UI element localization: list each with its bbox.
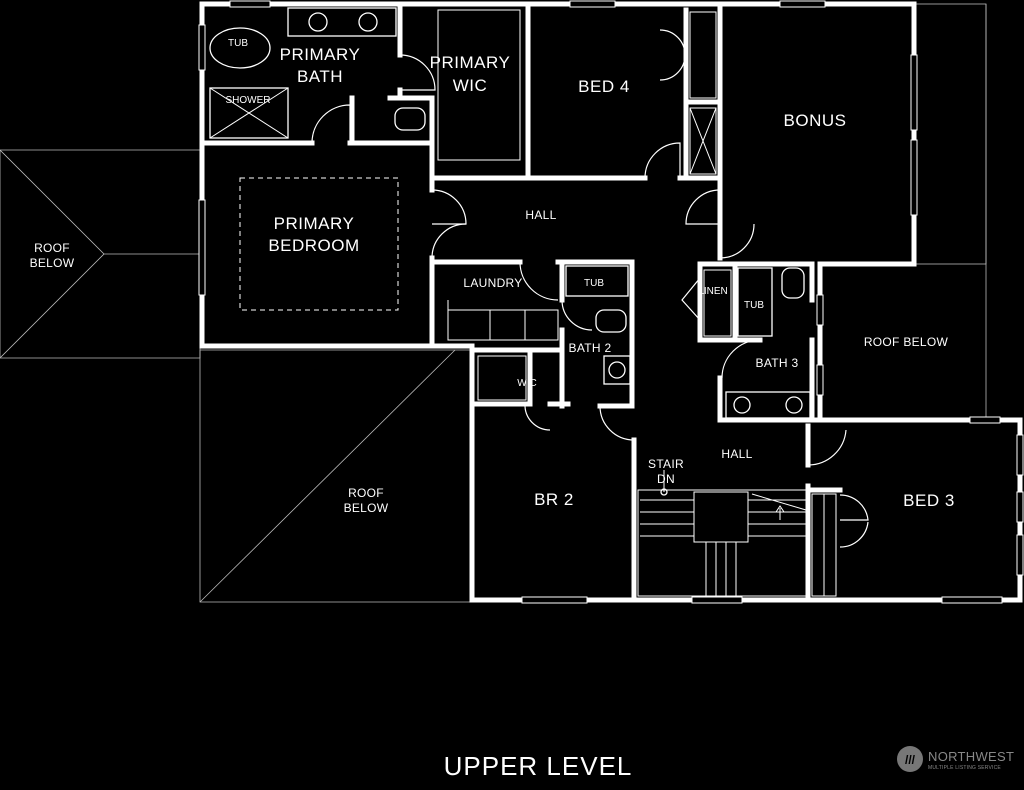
label-bath3: BATH 3 bbox=[756, 356, 799, 370]
label-linen: LINEN bbox=[698, 286, 727, 297]
room-labels: PRIMARY BATH PRIMARY WIC BED 4 BONUS PRI… bbox=[30, 38, 955, 515]
label-primary-bedroom-2: BEDROOM bbox=[268, 236, 359, 255]
nwmls-logo-glyph: /// bbox=[905, 753, 916, 767]
label-shower: SHOWER bbox=[226, 95, 271, 106]
label-primary-bedroom-1: PRIMARY bbox=[274, 214, 355, 233]
label-laundry: LAUNDRY bbox=[463, 276, 522, 290]
label-br2: BR 2 bbox=[534, 490, 574, 509]
label-stair-2: DN bbox=[657, 472, 675, 486]
nwmls-logo-icon bbox=[897, 746, 923, 772]
label-primary-wic-2: WIC bbox=[453, 76, 488, 95]
label-hall-upper: HALL bbox=[525, 208, 556, 222]
label-roof-left-2: BELOW bbox=[30, 256, 75, 270]
label-primary-bath-2: BATH bbox=[297, 67, 343, 86]
label-bed3: BED 3 bbox=[903, 491, 955, 510]
nwmls-logo-name: NORTHWEST bbox=[928, 749, 1014, 764]
label-bed4: BED 4 bbox=[578, 77, 630, 96]
label-bonus: BONUS bbox=[784, 111, 847, 130]
nwmls-logo: /// NORTHWEST MULTIPLE LISTING SERVICE bbox=[897, 746, 1014, 772]
windows bbox=[198, 0, 1024, 604]
fixtures bbox=[209, 7, 837, 597]
label-roof-center-2: BELOW bbox=[344, 501, 389, 515]
label-hall-lower: HALL bbox=[721, 447, 752, 461]
plan-title: UPPER LEVEL bbox=[444, 751, 633, 781]
label-tub-bath2: TUB bbox=[584, 278, 604, 289]
walls bbox=[199, 1, 1023, 603]
label-wic: WIC bbox=[517, 378, 536, 389]
label-primary-wic-1: PRIMARY bbox=[430, 53, 511, 72]
label-roof-left-1: ROOF bbox=[34, 241, 70, 255]
label-stair-1: STAIR bbox=[648, 457, 684, 471]
label-tub-bath3: TUB bbox=[744, 300, 764, 311]
label-primary-bath-1: PRIMARY bbox=[280, 45, 361, 64]
label-roof-center-1: ROOF bbox=[348, 486, 384, 500]
doors bbox=[311, 29, 869, 548]
label-tub-primary: TUB bbox=[228, 38, 248, 49]
label-roof-right: ROOF BELOW bbox=[864, 335, 949, 349]
nwmls-logo-tagline: MULTIPLE LISTING SERVICE bbox=[928, 765, 1001, 771]
label-bath2: BATH 2 bbox=[569, 341, 612, 355]
